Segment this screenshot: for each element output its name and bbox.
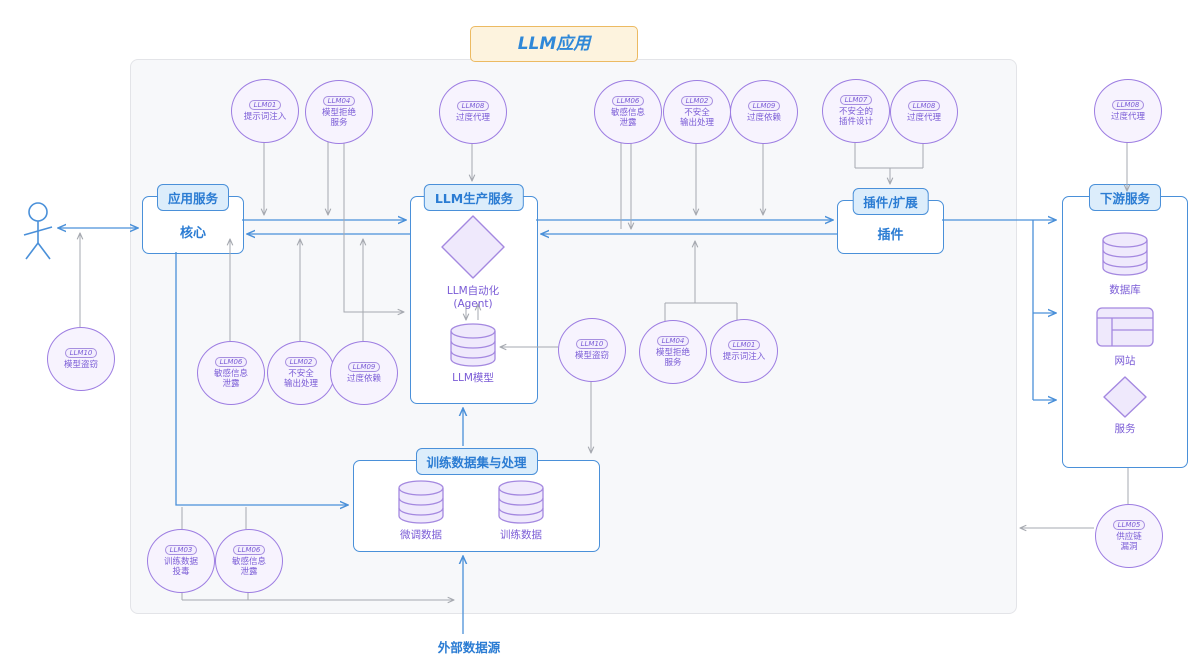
- agent-label: LLM自动化 (Agent): [446, 285, 500, 310]
- threat-id-badge: LLM02: [284, 356, 318, 367]
- threat-id-badge: LLM09: [747, 100, 781, 111]
- external-data-source-label: 外部数据源: [437, 640, 501, 655]
- threat-id-badge: LLM08: [907, 100, 941, 111]
- threat-label: 敏感信息 泄露: [213, 368, 248, 389]
- threat-id-badge: LLM09: [347, 361, 381, 372]
- threat-label: 过度依赖: [346, 373, 381, 384]
- threat-label: 敏感信息 泄露: [610, 107, 645, 128]
- threat-id-badge: LLM06: [611, 95, 645, 106]
- threat-label: 提示词注入: [722, 351, 766, 362]
- threat-id-badge: LLM07: [839, 94, 873, 105]
- training-header: 训练数据集与处理: [415, 448, 538, 475]
- threat-label: 不安全的 插件设计: [838, 106, 873, 127]
- threat-label: 过度代理: [455, 112, 490, 123]
- threat-label: 供应链 漏洞: [1116, 531, 1142, 552]
- threat-label: 过度依赖: [746, 112, 781, 123]
- threat-label: 模型盗窃: [63, 359, 98, 370]
- threat-id-badge: LLM10: [575, 338, 609, 349]
- threat-id-badge: LLM02: [680, 95, 714, 106]
- threat-label: 不安全 输出处理: [679, 107, 714, 128]
- llm-model-label: LLM模型: [452, 372, 494, 384]
- threat-label: 过度代理: [906, 112, 941, 123]
- threat-label: 不安全 输出处理: [283, 368, 318, 389]
- app-service-box: 应用服务 核心: [142, 184, 244, 254]
- threat-id-badge: LLM01: [727, 339, 761, 350]
- threat-id-badge: LLM08: [456, 100, 490, 111]
- threat-label: 模型拒绝 服务: [655, 347, 690, 368]
- training-box: 训练数据集与处理: [353, 448, 600, 552]
- threat-label: 过度代理: [1110, 111, 1145, 122]
- plugin-header: 插件/扩展: [852, 188, 929, 215]
- app-service-header: 应用服务: [156, 184, 230, 211]
- threat-id-badge: LLM06: [214, 356, 248, 367]
- threat-label: 模型盗窃: [574, 350, 609, 361]
- threat-label: 模型拒绝 服务: [321, 107, 356, 128]
- training-data-label: 训练数据: [500, 529, 542, 541]
- llm-production-header: LLM生产服务: [423, 184, 525, 211]
- threat-id-badge: LLM03: [164, 544, 198, 555]
- plugin-body: 插件: [877, 227, 904, 243]
- website-label: 网站: [1114, 355, 1136, 367]
- threat-id-badge: LLM01: [248, 99, 282, 110]
- diagram-title: LLM应用: [470, 26, 638, 62]
- threat-id-badge: LLM04: [322, 95, 356, 106]
- threat-id-badge: LLM08: [1111, 99, 1145, 110]
- downstream-header: 下游服务: [1088, 184, 1162, 211]
- threat-id-badge: LLM10: [64, 347, 98, 358]
- user-actor-icon: [23, 202, 53, 260]
- threat-id-badge: LLM05: [1112, 519, 1146, 530]
- plugin-box: 插件/扩展 插件: [837, 188, 944, 254]
- threat-label: 训练数据 投毒: [163, 556, 198, 577]
- threat-id-badge: LLM04: [656, 335, 690, 346]
- service-label: 服务: [1114, 423, 1136, 435]
- database-label: 数据库: [1109, 284, 1141, 296]
- finetune-data-label: 微调数据: [400, 529, 442, 541]
- threat-label: 提示词注入: [243, 111, 287, 122]
- threat-label: 敏感信息 泄露: [231, 556, 266, 577]
- threat-id-badge: LLM06: [232, 544, 266, 555]
- app-service-body: 核心: [179, 225, 206, 241]
